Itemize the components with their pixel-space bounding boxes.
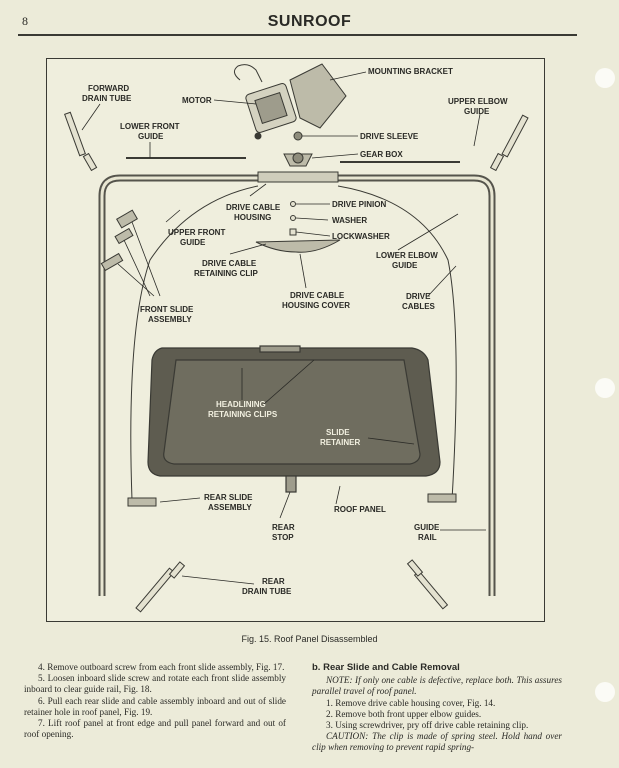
label-rear-stop: REAR <box>272 523 295 532</box>
label-gear-box: GEAR BOX <box>360 150 403 159</box>
removal-step-2: 2. Remove both front upper elbow guides. <box>326 708 482 719</box>
label-drive-pinion: DRIVE PINION <box>332 200 386 209</box>
label-upper-front-guide: UPPER FRONT <box>168 228 225 237</box>
label-lower-front-guide: LOWER FRONT <box>120 122 180 131</box>
label-forward-drain-tube-2: DRAIN TUBE <box>82 94 132 103</box>
callout-labels: MOUNTING BRACKET FORWARD DRAIN TUBE MOTO… <box>82 67 508 596</box>
label-guide-rail: GUIDE <box>414 523 440 532</box>
drive-cable-housing-cover <box>255 239 341 253</box>
motor <box>234 64 297 140</box>
label-slide-retainer-2: RETAINER <box>320 438 361 447</box>
note-text: NOTE: If only one cable is defective, re… <box>312 675 562 697</box>
step-5: 5. Loosen inboard slide screw and rotate… <box>24 673 286 695</box>
label-motor: MOTOR <box>182 96 212 105</box>
binder-hole-middle <box>595 378 615 398</box>
label-front-slide-assembly: FRONT SLIDE <box>140 305 194 314</box>
header-rule <box>18 34 577 36</box>
left-text-column: 4. Remove outboard screw from each front… <box>24 662 286 740</box>
guide-rail-frame <box>98 171 496 596</box>
label-drive-cables-2: CABLES <box>402 302 436 311</box>
label-drive-cable-retaining-clip-2: RETAINING CLIP <box>194 269 259 278</box>
leader-lines <box>81 71 486 585</box>
label-forward-drain-tube: FORWARD <box>88 84 129 93</box>
label-guide-rail-2: RAIL <box>418 533 437 542</box>
page-number: 8 <box>22 14 28 28</box>
label-drive-cable-housing-2: HOUSING <box>234 213 271 222</box>
removal-step-1: 1. Remove drive cable housing cover, Fig… <box>326 697 496 708</box>
rear-drain-tube <box>135 559 449 613</box>
front-slide-assembly <box>100 209 138 272</box>
label-rear-drain-tube-2: DRAIN TUBE <box>242 587 292 596</box>
label-rear-slide-assembly: REAR SLIDE <box>204 493 253 502</box>
label-roof-panel: ROOF PANEL <box>334 505 386 514</box>
label-lower-elbow-guide: LOWER ELBOW <box>376 251 438 260</box>
forward-drain-tube <box>64 111 98 172</box>
label-drive-cables: DRIVE <box>406 292 431 301</box>
binder-hole-top <box>595 68 615 88</box>
label-drive-cable-housing-cover: DRIVE CABLE <box>290 291 345 300</box>
label-mounting-bracket: MOUNTING BRACKET <box>368 67 453 76</box>
label-drive-cable-housing: DRIVE CABLE <box>226 203 281 212</box>
roof-panel <box>147 345 441 493</box>
binder-hole-bottom <box>595 682 615 702</box>
step-4: 4. Remove outboard screw from each front… <box>38 662 285 672</box>
caution-text: CAUTION: The clip is made of spring stee… <box>312 731 562 753</box>
gear-box <box>283 131 313 167</box>
upper-elbow-guide-piece <box>489 114 529 172</box>
label-rear-stop-2: STOP <box>272 533 294 542</box>
label-rear-slide-assembly-2: ASSEMBLY <box>208 503 252 512</box>
figure-caption: Fig. 15. Roof Panel Disassembled <box>241 634 378 644</box>
label-upper-elbow-guide-2: GUIDE <box>464 107 490 116</box>
rear-slide-assembly <box>127 493 457 507</box>
section-heading: b. Rear Slide and Cable Removal <box>312 662 460 673</box>
label-rear-drain-tube: REAR <box>262 577 285 586</box>
page-title: SUNROOF <box>267 13 352 30</box>
label-drive-cable-housing-cover-2: HOUSING COVER <box>282 301 350 310</box>
figure-frame <box>46 58 545 622</box>
label-front-slide-assembly-2: ASSEMBLY <box>148 315 192 324</box>
label-slide-retainer: SLIDE <box>326 428 350 437</box>
label-washer: WASHER <box>332 216 367 225</box>
drive-cables <box>130 185 457 501</box>
label-drive-sleeve: DRIVE SLEEVE <box>360 132 419 141</box>
label-lower-front-guide-2: GUIDE <box>138 132 164 141</box>
label-headlining-retaining-clips-2: RETAINING CLIPS <box>208 410 278 419</box>
label-upper-elbow-guide: UPPER ELBOW <box>448 97 508 106</box>
mounting-bracket <box>289 63 347 129</box>
label-lower-elbow-guide-2: GUIDE <box>392 261 418 270</box>
label-lockwasher: LOCKWASHER <box>332 232 390 241</box>
label-drive-cable-retaining-clip: DRIVE CABLE <box>202 259 257 268</box>
step-6: 6. Pull each rear slide and cable assemb… <box>24 695 286 717</box>
right-text-column: b. Rear Slide and Cable Removal NOTE: If… <box>312 662 562 754</box>
step-7: 7. Lift roof panel at front edge and pul… <box>24 718 286 740</box>
removal-step-3: 3. Using screwdriver, pry off drive cabl… <box>326 720 529 731</box>
label-headlining-retaining-clips: HEADLINING <box>216 400 266 409</box>
label-upper-front-guide-2: GUIDE <box>180 238 206 247</box>
drive-pinion-parts <box>289 201 297 236</box>
